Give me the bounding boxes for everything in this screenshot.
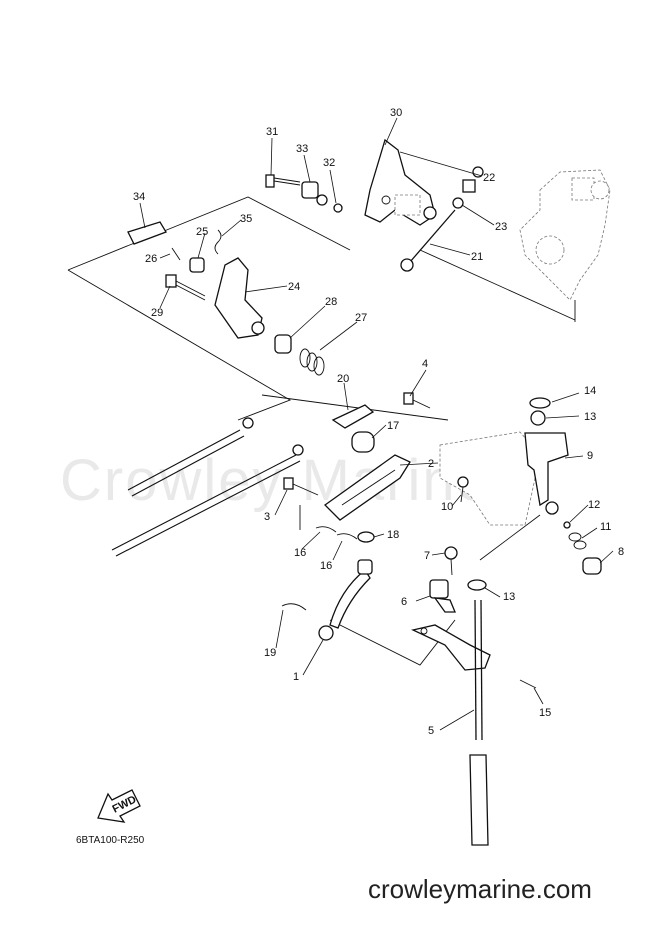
label-part-17: 17 [387, 420, 399, 432]
bolt-29 [165, 274, 206, 301]
washer-18 [357, 531, 375, 543]
clip-19 [281, 603, 307, 611]
shift-lever-bracket-30 [364, 138, 437, 226]
shift-cable [127, 417, 254, 497]
spring-11 [568, 532, 587, 550]
diagram-code: 6BTA100-R250 [76, 835, 145, 846]
label-part-10: 10 [441, 501, 453, 513]
label-part-31: 31 [266, 126, 278, 138]
label-part-28: 28 [325, 296, 337, 308]
watermark-text: Crowley Marine [60, 448, 491, 513]
ball-joint-22 [462, 166, 484, 193]
label-part-2: 2 [428, 458, 434, 470]
lever-24 [214, 257, 265, 339]
washer-32 [333, 203, 343, 213]
label-part-6: 6 [401, 596, 407, 608]
label-part-14: 14 [584, 385, 596, 397]
lever-9 [524, 432, 569, 515]
label-part-4: 4 [422, 358, 428, 370]
label-part-24: 24 [288, 281, 300, 293]
label-part-16b: 16 [320, 560, 332, 572]
bolt-7 [444, 546, 458, 576]
site-url[interactable]: crowleymarine.com [368, 874, 592, 904]
joint-20 [331, 404, 375, 429]
carburetor-outline [519, 169, 611, 301]
label-part-12: 12 [588, 499, 600, 511]
link-rod-1 [318, 559, 373, 641]
collar-28 [274, 334, 292, 354]
collar-17 [351, 431, 375, 453]
rod-21 [400, 209, 456, 272]
grommet-13 [530, 410, 546, 426]
label-part-13b: 13 [503, 591, 515, 603]
nut-23 [452, 197, 464, 209]
label-part-13: 13 [584, 411, 596, 423]
throttle-cable [111, 444, 304, 557]
label-part-23: 23 [495, 221, 507, 233]
label-part-1: 1 [293, 671, 299, 683]
clip-16b [336, 533, 358, 540]
bracket-outline [439, 431, 541, 526]
label-part-11: 11 [600, 521, 611, 533]
label-part-30: 30 [390, 107, 402, 119]
label-part-35: 35 [240, 213, 252, 225]
grommet-13b [467, 579, 487, 591]
joint-34 [127, 221, 167, 245]
lever-2 [323, 454, 411, 521]
label-part-21: 21 [471, 251, 483, 263]
label-part-15: 15 [539, 707, 551, 719]
assembly-frame [67, 196, 576, 666]
label-part-7: 7 [424, 550, 430, 562]
clip-16a [315, 526, 337, 533]
pin-15 [519, 679, 537, 689]
part-callouts [139, 117, 614, 731]
label-part-8: 8 [618, 546, 624, 558]
label-part-19: 19 [264, 647, 276, 659]
washer-14 [529, 397, 551, 409]
label-part-5: 5 [428, 725, 434, 737]
label-part-27: 27 [355, 312, 367, 324]
ball-12 [563, 521, 571, 529]
label-part-26: 26 [145, 253, 157, 265]
label-part-18: 18 [387, 529, 399, 541]
label-part-33: 33 [296, 143, 308, 155]
plunger-8 [582, 557, 602, 575]
fwd-arrow-icon: FWD [97, 789, 141, 823]
bolt-31 [265, 174, 301, 188]
label-part-29: 29 [151, 307, 163, 319]
label-part-25: 25 [196, 226, 208, 238]
spring-27 [299, 348, 325, 376]
bolt-3 [283, 477, 319, 496]
label-part-3: 3 [264, 511, 270, 523]
part-labels: 30 31 33 32 34 35 25 26 24 28 27 29 22 2… [133, 107, 624, 737]
label-part-20: 20 [337, 373, 349, 385]
clip-35 [214, 229, 222, 255]
collar-33 [301, 181, 328, 206]
bolt-4 [403, 392, 431, 409]
label-part-34: 34 [133, 191, 145, 203]
screw-10 [457, 476, 469, 503]
label-part-9: 9 [587, 450, 593, 462]
pin-26 [171, 247, 181, 261]
shift-rod-5 [469, 599, 489, 846]
label-part-22: 22 [483, 172, 495, 184]
label-part-16: 16 [294, 547, 306, 559]
shift-plate [411, 624, 491, 671]
collar-25 [189, 257, 205, 273]
lever-6 [429, 579, 456, 613]
label-part-32: 32 [323, 157, 335, 169]
